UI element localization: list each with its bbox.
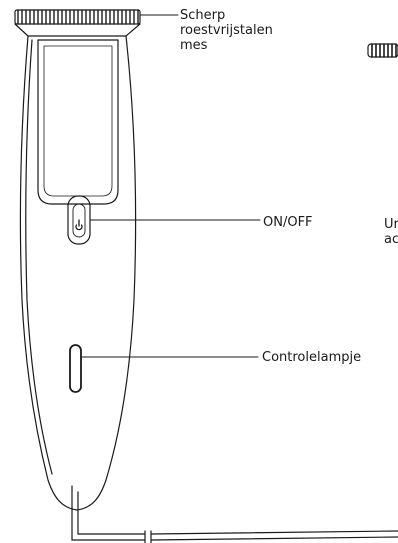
front-panel-inner xyxy=(44,46,112,196)
power-button xyxy=(68,196,90,244)
cut-off-label-line-1: Ur xyxy=(384,217,398,232)
charging-cable xyxy=(72,486,398,543)
blade-base xyxy=(15,24,140,36)
blade-label-line-2: roestvrijstalen xyxy=(180,23,273,38)
power-switch-label: ON/OFF xyxy=(263,215,313,230)
indicator-light-label: Controlelampje xyxy=(262,350,361,365)
blade-assembly xyxy=(15,10,140,36)
cut-off-label-line-2: ac xyxy=(384,232,398,247)
indicator-light xyxy=(70,345,81,392)
comb-attachment xyxy=(368,44,398,57)
power-icon xyxy=(76,220,82,230)
blade-label: Scherp roestvrijstalen mes xyxy=(180,8,273,53)
trimmer-body-inner xyxy=(26,40,52,474)
front-panel xyxy=(38,40,118,204)
blade-teeth xyxy=(18,10,138,24)
blade-label-line-1: Scherp xyxy=(180,8,273,23)
blade-label-line-3: mes xyxy=(180,38,273,53)
